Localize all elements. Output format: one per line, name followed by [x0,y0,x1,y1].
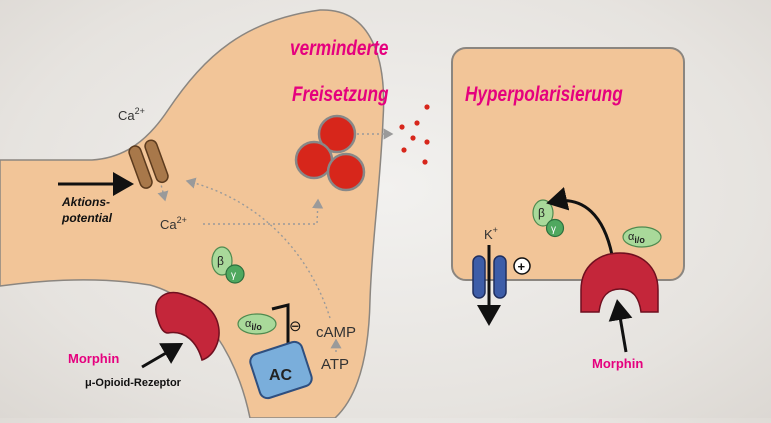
potassium-channel [472,255,507,299]
g-protein-gamma-subunit [545,218,565,238]
ac-label: AC [269,367,293,384]
potassium-label: K+ [484,225,498,242]
morphin-arrow-right [608,299,633,353]
vesicle [326,152,366,192]
g-protein-alpha-subunit [622,226,662,248]
g-protein-gamma-subunit [225,264,245,284]
beta-label: β [538,206,545,220]
hyperpolarization-label: Hyperpolarisierung [465,84,623,107]
released-transmitter [399,104,430,165]
vesicle [317,114,357,154]
action-potential-label-line2: potential [61,211,113,225]
mu-opioid-receptor [155,291,220,361]
activation-sign [513,257,531,275]
reduced-release-label-line2: Freisetzung [292,84,389,107]
receptor-activation-arrow [546,186,615,261]
calcium-label-top: Ca2+ [118,106,145,123]
adenylyl-cyclase [249,340,313,400]
inhibition-bracket [271,303,290,344]
calcium-label-bottom: Ca2+ [160,215,187,232]
action-potential-label-line1: Aktions- [61,195,110,209]
g-protein-alpha-subunit [237,313,277,335]
postsynaptic-cell [451,47,685,281]
camp-label: cAMP [316,324,356,341]
gamma-label: γ [231,270,236,281]
receptor-label: μ-Opioid-Rezeptor [85,377,182,389]
mu-opioid-receptor [580,252,659,313]
reduced-release-label-line1: verminderte [290,38,389,61]
plus-sign-label: + [518,259,526,274]
beta-label: β [217,254,224,268]
vesicle [294,140,334,180]
morphin-arrow-left [141,342,184,369]
g-protein-beta-subunit [211,246,233,276]
morphin-label-left: Morphin [68,351,119,366]
morphin-label-right: Morphin [592,356,643,371]
calcium-channel [128,139,169,189]
atp-label: ATP [321,356,349,373]
alpha-label: αi/o [245,318,262,332]
inhibit-sign: ⊖ [289,318,302,335]
alpha-label: αi/o [628,231,645,245]
signal-pathway-arrows [149,128,394,352]
gamma-label: γ [551,224,556,235]
